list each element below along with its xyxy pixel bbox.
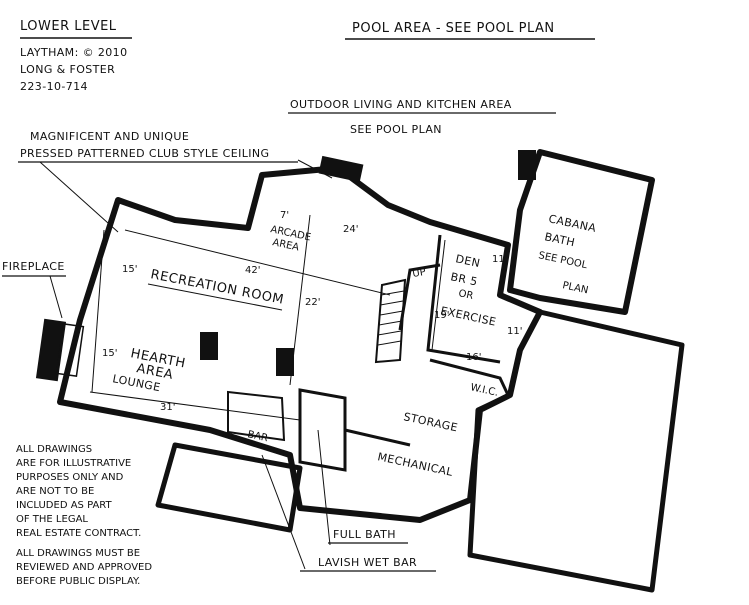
mechanical-wall — [344, 428, 411, 447]
wet-bar-callout: LAVISH WET BAR — [318, 556, 417, 569]
dim-19: 19' — [434, 310, 449, 321]
recreation-room-label: RECREATION ROOM — [149, 267, 285, 308]
disclaimer-line-6: OF THE LEGAL — [16, 514, 88, 525]
full-bath-leader — [317, 429, 331, 546]
lower-left-block-wall — [155, 442, 303, 533]
dim-15b: 15' — [102, 348, 117, 359]
dimension-lines — [89, 214, 446, 421]
stair-outline — [374, 278, 407, 364]
disclaimer-line-5: INCLUDED AS PART — [16, 500, 113, 511]
outdoor-label-line-2: SEE POOL PLAN — [350, 123, 442, 136]
plan-label: PLAN — [561, 280, 589, 296]
credit-line-2: LONG & FOSTER — [20, 63, 115, 76]
fireplace-block — [35, 318, 67, 382]
wic-wall — [429, 358, 510, 396]
dim-31: 31' — [160, 402, 175, 413]
den-label: DEN — [454, 252, 481, 270]
dim-line-31 — [89, 391, 301, 421]
disclaimer-line-9: REVIEWED AND APPROVED — [16, 562, 152, 573]
dim-42: 42' — [245, 265, 260, 276]
callouts: MAGNIFICENT AND UNIQUE PRESSED PATTERNED… — [2, 130, 436, 572]
ceiling-leader-1 — [39, 161, 119, 233]
disclaimer-line-1: ALL DRAWINGS — [16, 444, 92, 455]
fireplace-leader — [49, 275, 63, 319]
column-2 — [276, 348, 294, 376]
stairs-up-label: UP — [412, 267, 427, 280]
area-label: AREA — [135, 361, 174, 383]
chimney-block — [318, 155, 364, 183]
dim-line-22 — [289, 214, 311, 386]
dim-line-15 — [91, 229, 105, 393]
bar-label: BAR — [246, 429, 269, 444]
bath-label: BATH — [543, 230, 576, 249]
disclaimer-line-10: BEFORE PUBLIC DISPLAY. — [16, 576, 140, 587]
recreation-underline — [147, 283, 283, 311]
dim-line-19 — [431, 239, 446, 351]
dim-15a: 15' — [122, 264, 137, 275]
storage-label: STORAGE — [402, 410, 459, 434]
disclaimer-line-2: ARE FOR ILLUSTRATIVE — [16, 458, 131, 469]
header-block: LOWER LEVEL LAYTHAM: © 2010 LONG & FOSTE… — [20, 19, 595, 136]
full-bath-wall — [298, 388, 347, 472]
fireplace-callout: FIREPLACE — [2, 260, 65, 273]
dim-22: 22' — [305, 297, 320, 308]
stairs — [374, 278, 407, 364]
den-wall — [426, 234, 501, 364]
fireplace-hearth — [55, 323, 85, 377]
cabana-wall — [507, 149, 655, 315]
dim-24: 24' — [343, 224, 358, 235]
credit-line-3: 223-10-714 — [20, 80, 88, 93]
full-bath-callout: FULL BATH — [333, 528, 396, 541]
pool-area-label: POOL AREA - SEE POOL PLAN — [352, 21, 555, 36]
ceiling-callout-line-2: PRESSED PATTERNED CLUB STYLE CEILING — [20, 147, 269, 160]
dim-line-42 — [124, 229, 391, 296]
or-label: OR — [457, 288, 474, 302]
outdoor-label-line-1: OUTDOOR LIVING AND KITCHEN AREA — [290, 98, 512, 111]
column-1 — [200, 332, 218, 360]
br5-label: BR 5 — [449, 270, 478, 288]
dimension-labels: 42' 22' 15' 15' 31' 7' 24' 11' 11' 16' 1… — [102, 210, 522, 413]
disclaimer-line-7: REAL ESTATE CONTRACT. — [16, 528, 141, 539]
cabana-corner-block — [518, 150, 536, 180]
ceiling-callout-line-1: MAGNIFICENT AND UNIQUE — [30, 130, 189, 143]
dim-11b: 11' — [507, 326, 522, 337]
wet-bar-leader — [261, 454, 306, 570]
dim-7: 7' — [280, 210, 289, 221]
see-pool-label: SEE POOL — [537, 250, 588, 271]
disclaimer-line-8: ALL DRAWINGS MUST BE — [16, 548, 140, 559]
dim-11a: 11' — [492, 254, 507, 265]
disclaimer-line-3: PURPOSES ONLY AND — [16, 472, 124, 483]
level-title: LOWER LEVEL — [20, 19, 117, 34]
wic-label: W.I.C. — [469, 382, 499, 399]
exterior-walls — [57, 149, 685, 593]
disclaimer-line-4: ARE NOT TO BE — [16, 486, 94, 497]
credit-line-1: LAYTHAM: © 2010 — [20, 46, 127, 59]
lower-right-block-wall — [467, 309, 685, 593]
mechanical-label: MECHANICAL — [376, 450, 454, 479]
wall-blocks — [35, 150, 536, 382]
bar-wall — [227, 390, 286, 442]
dim-16: 16' — [466, 352, 481, 363]
disclaimer-block: ALL DRAWINGS ARE FOR ILLUSTRATIVE PURPOS… — [16, 444, 152, 587]
